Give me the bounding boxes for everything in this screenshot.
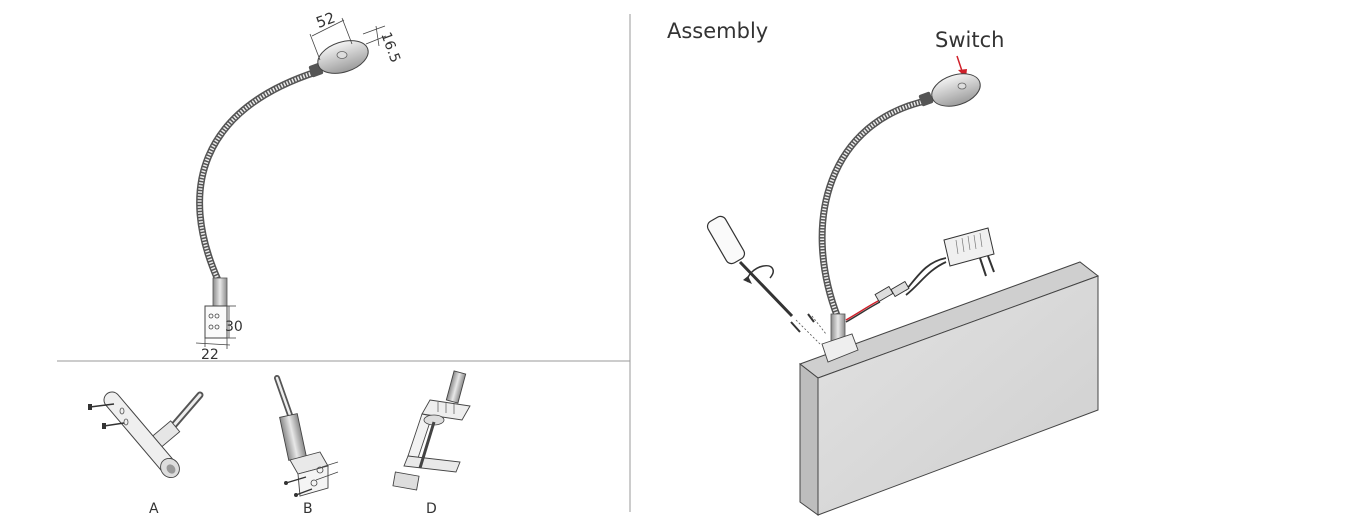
- switch-label: Switch: [935, 28, 1004, 52]
- mounting-option-b: [274, 375, 339, 497]
- lamp-dimension-drawing: 52 16.5 30 22: [195, 8, 403, 363]
- base-dimension-lines: [195, 305, 236, 349]
- mounting-label-a: A: [149, 501, 159, 517]
- dim-head-height: 16.5: [377, 30, 403, 65]
- screwdriver-icon: [706, 215, 827, 345]
- lamp-base: [204, 277, 228, 339]
- dim-base-width: 22: [201, 347, 219, 363]
- screw-icon: [285, 476, 313, 496]
- assembled-lamp: [818, 73, 981, 363]
- power-cable: [845, 257, 947, 323]
- mounting-label-b: B: [303, 501, 313, 517]
- screw-icon: [89, 403, 125, 427]
- cable-connector-icon: [874, 280, 910, 303]
- head-dimension-lines: [309, 17, 387, 61]
- mounting-board: [798, 261, 1100, 516]
- dim-head-width: 52: [314, 8, 338, 31]
- assembly-title: Assembly: [667, 19, 768, 43]
- gooseneck-arm: [196, 68, 320, 284]
- mounting-label-d: D: [426, 501, 437, 517]
- dim-base-height: 30: [225, 319, 243, 335]
- mounting-option-d: [392, 370, 471, 491]
- mounting-option-a: [88, 391, 204, 479]
- lamp-head: [308, 40, 369, 78]
- power-adapter-icon: [943, 227, 995, 277]
